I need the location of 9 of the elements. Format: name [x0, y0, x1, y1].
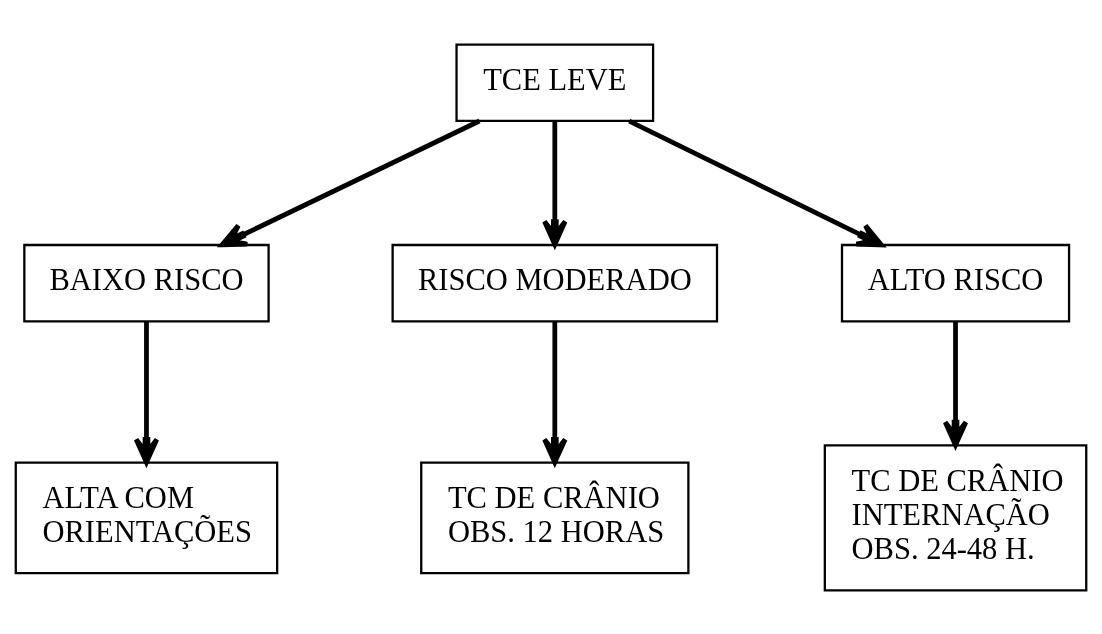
node-box: TC DE CRÂNIO INTERNAÇÃO OBS. 24-48 H. [823, 443, 1088, 591]
node-box: TCE LEVE [455, 43, 655, 122]
arrow [628, 118, 884, 247]
node-box: ALTO RISCO [840, 243, 1071, 322]
node-box: ALTA COM ORIENTAÇÕES [14, 460, 279, 574]
node-box: TC DE CRÂNIO OBS. 12 HORAS [420, 460, 690, 574]
arrow [219, 118, 481, 247]
node-box: BAIXO RISCO [23, 243, 270, 322]
node-box: RISCO MODERADO [391, 243, 719, 322]
